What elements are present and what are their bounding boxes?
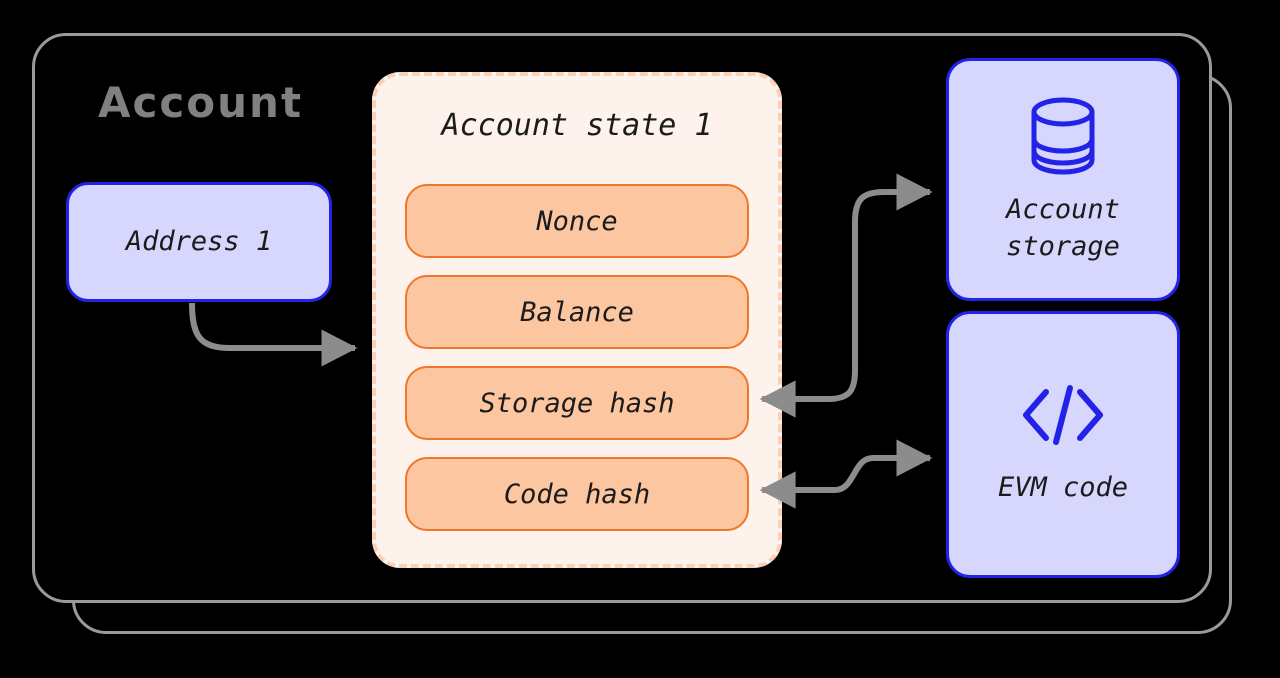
account-storage-node-label: Account storage [1006,194,1120,262]
page-title: Account [98,78,304,127]
field-storage-hash[interactable]: Storage hash [405,366,749,440]
field-balance[interactable]: Balance [405,275,749,349]
address-node[interactable]: Address 1 [66,182,332,302]
account-state-title: Account state 1 [441,108,713,143]
account-state-panel: Account state 1 Nonce Balance Storage ha… [372,72,782,568]
evm-code-node[interactable]: EVM code [946,311,1180,578]
address-node-label: Address 1 [125,225,273,257]
account-storage-node[interactable]: Account storage [946,58,1180,301]
database-icon [1026,94,1100,178]
evm-code-node-label: EVM code [997,472,1129,504]
field-code-hash[interactable]: Code hash [405,457,749,531]
code-icon [1018,382,1108,448]
account-state-field-list: Nonce Balance Storage hash Code hash [405,184,749,531]
field-nonce[interactable]: Nonce [405,184,749,258]
